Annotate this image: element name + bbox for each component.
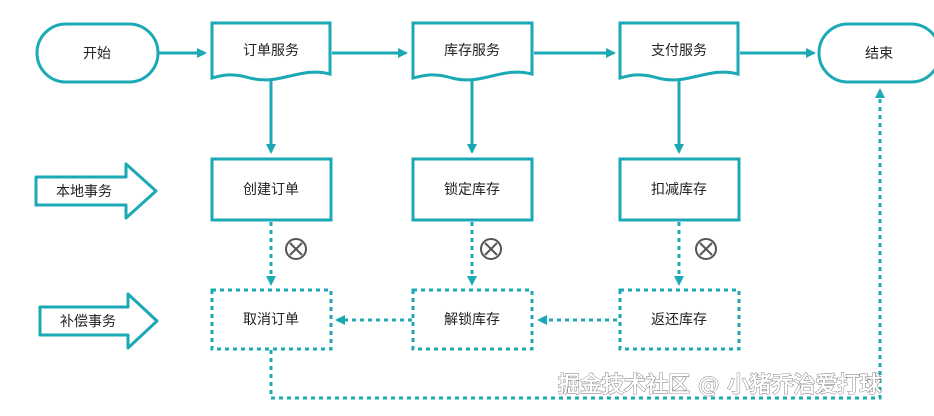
start-label: 开始 [83,46,111,62]
payment-service-node: 支付服务 [618,21,740,82]
inventory-service-node: 库存服务 [411,21,534,82]
end-terminal: 结束 [817,22,934,84]
fail-x-icon [695,238,717,260]
lock-inventory-label: 锁定库存 [444,182,500,198]
fail-x-icon [480,238,502,260]
create-order-label: 创建订单 [243,182,299,198]
inventory-service-label: 库存服务 [444,43,500,59]
end-label: 结束 [865,46,893,62]
local-tx-lane-arrow: 本地事务 [34,162,158,220]
deduct-inventory-node: 扣减库存 [618,157,741,222]
local-tx-label: 本地事务 [56,184,112,200]
order-service-node: 订单服务 [210,21,332,82]
failure-markers [285,238,717,260]
deduct-inventory-label: 扣减库存 [651,182,707,198]
watermark-text: 掘金技术社区 @ 小猪乔治爱打球 [558,372,882,398]
compensation-tx-label: 补偿事务 [60,314,116,330]
create-order-node: 创建订单 [210,157,333,222]
fail-x-icon [285,238,307,260]
unlock-inventory-node: 解锁库存 [411,288,534,351]
solid-connectors [158,48,816,154]
lock-inventory-node: 锁定库存 [411,157,534,222]
compensation-lane-arrow: 补偿事务 [38,292,159,350]
return-inventory-label: 返还库存 [651,312,707,328]
unlock-inventory-label: 解锁库存 [444,312,500,328]
order-service-label: 订单服务 [243,43,299,59]
cancel-order-node: 取消订单 [210,288,333,351]
cancel-order-label: 取消订单 [243,312,299,328]
payment-service-label: 支付服务 [651,43,707,59]
arrow-cancel-to-end [269,88,885,400]
return-inventory-node: 返还库存 [618,288,741,351]
dashed-connectors [266,88,885,400]
start-terminal: 开始 [35,22,160,84]
